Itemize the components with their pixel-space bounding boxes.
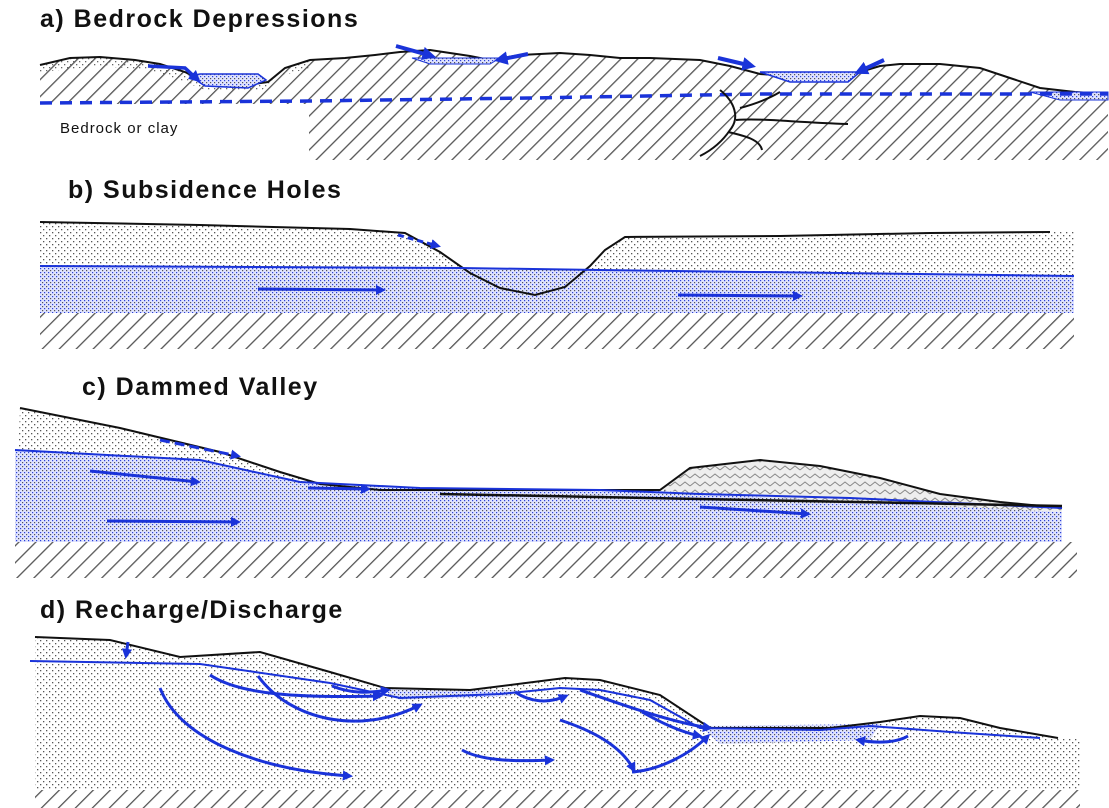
water-table-line <box>14 449 1063 509</box>
bedrock-layer <box>40 313 1074 349</box>
flow-arrow <box>461 748 556 766</box>
valley-floor-line <box>439 492 1063 508</box>
inflow-arrow <box>395 44 436 61</box>
water-table-line <box>39 92 1108 105</box>
panel-b <box>39 221 1075 349</box>
inflow-arrow <box>493 51 529 65</box>
water-table-line <box>29 660 1041 739</box>
moraine-dam <box>660 460 1062 512</box>
bedrock-fracture <box>699 89 849 157</box>
runoff-arrow <box>397 233 441 250</box>
ground-surface-line <box>34 636 1059 739</box>
bedrock-label: Bedrock or clay <box>60 120 179 137</box>
flow-arrow <box>209 673 384 702</box>
flow-arrow <box>699 505 812 519</box>
soil-layer <box>35 637 1080 790</box>
flow-arrow <box>106 516 242 528</box>
flow-arrow <box>579 688 714 732</box>
panel-d-title: d) Recharge/Discharge <box>40 596 344 624</box>
recharge-arrow <box>121 641 133 660</box>
panel-d <box>29 636 1080 808</box>
runoff-arrow <box>159 438 241 460</box>
flow-arrow <box>257 284 387 296</box>
flow-arrow <box>514 690 569 704</box>
panel-c-title: c) Dammed Valley <box>82 373 319 401</box>
flow-arrow <box>89 469 202 487</box>
flow-arrow <box>631 733 711 774</box>
panel-a-title: a) Bedrock Depressions <box>40 5 360 33</box>
flow-arrow <box>854 734 909 747</box>
inflow-arrow <box>147 64 201 83</box>
panel-b-title: b) Subsidence Holes <box>68 176 343 204</box>
flow-arrow <box>256 675 423 723</box>
pond <box>759 71 863 83</box>
inflow-arrow <box>717 56 756 71</box>
flow-arrow <box>307 483 372 494</box>
bedrock-layer <box>35 790 1080 808</box>
panel-a <box>34 44 1109 160</box>
flow-arrow <box>331 684 392 697</box>
ground-surface-line <box>39 221 1051 297</box>
inflow-arrow <box>854 58 885 75</box>
bedrock-layer <box>15 542 1077 578</box>
flow-arrow <box>641 710 704 740</box>
panel-c <box>14 407 1077 578</box>
flow-arrow <box>559 718 636 773</box>
flow-arrow <box>677 290 804 302</box>
flow-arrow <box>158 687 354 781</box>
water-table-line <box>39 265 1075 277</box>
